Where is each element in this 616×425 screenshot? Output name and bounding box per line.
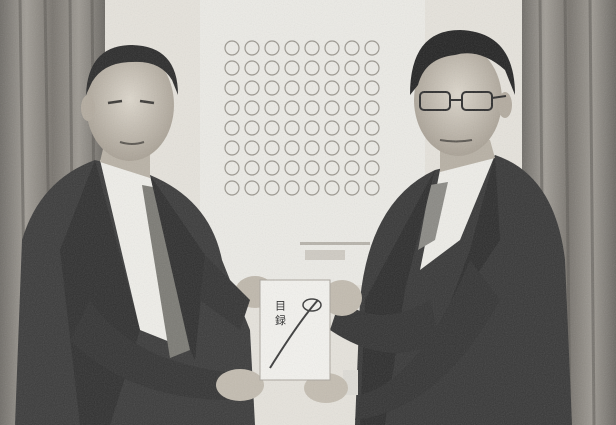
grain-overlay [0, 0, 616, 425]
photo-scene: 目 録 [0, 0, 616, 425]
newspaper-photo: 目 録 [0, 0, 616, 425]
